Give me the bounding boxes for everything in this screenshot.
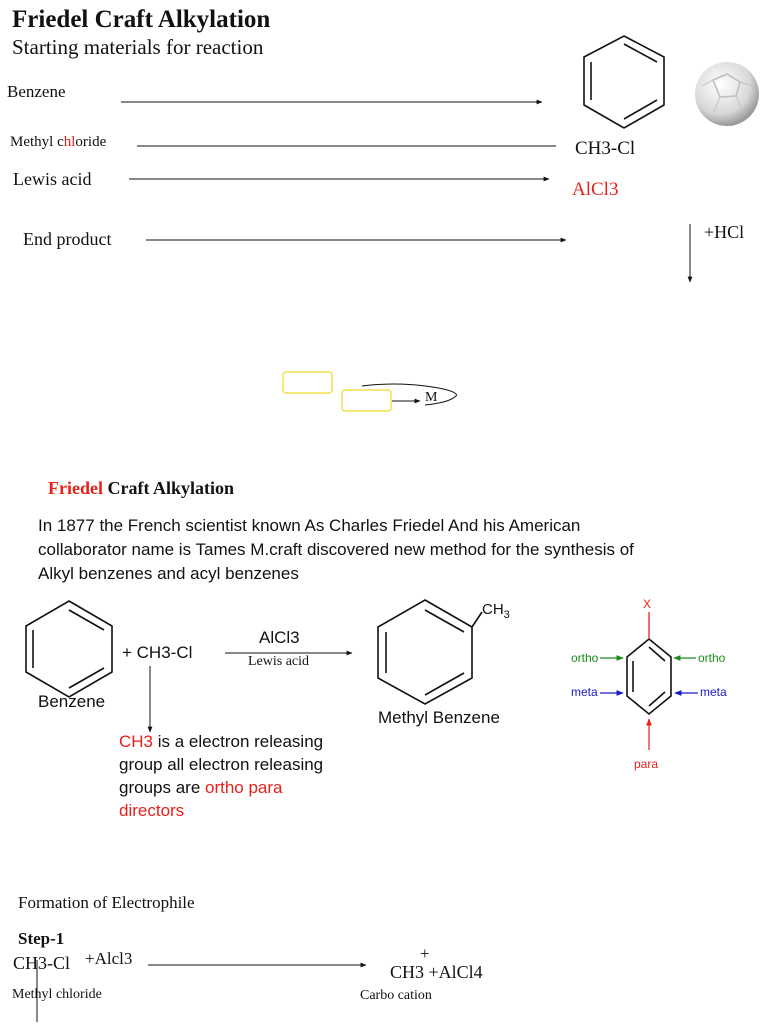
end-product-label: End product [23, 229, 112, 249]
electrophile-heading: Formation of Electrophile [18, 893, 195, 912]
catalyst: AlCl3 [259, 628, 300, 647]
yellow-box-2 [341, 389, 392, 412]
section-title-black: Craft Alkylation [102, 478, 234, 498]
yellow-box-1 [282, 371, 333, 394]
plus-reagent: + CH3-Cl [122, 643, 193, 662]
curved-arrow [361, 383, 457, 406]
hcl-label: +HCl [704, 222, 745, 242]
methyl-chloride-label-part: Methyl c [10, 134, 64, 150]
ortho-left-label: ortho [571, 651, 599, 665]
m-label: M [425, 390, 438, 405]
step-label: Step-1 [18, 929, 65, 948]
ortho-right-label: ortho [698, 651, 726, 665]
charge-sign: + [420, 944, 430, 963]
reactant-name: Methyl chloride [12, 987, 102, 1002]
electrophile-reagent: +Alcl3 [85, 949, 133, 968]
note-line-3-red: ortho para [205, 778, 283, 797]
section-title-red: Friedel [48, 478, 103, 498]
lewis-acid-formula: AlCl3 [572, 179, 619, 200]
electrophile-reactant: CH3-Cl [13, 953, 71, 973]
note-line-1-rest: is a electron releasing [153, 732, 324, 751]
methylbenzene-structure [377, 599, 483, 705]
intro-line-3: Alkyl benzenes and acyl benzenes [38, 564, 299, 583]
page-subtitle: Starting materials for reaction [12, 35, 264, 59]
note-line-4: directors [119, 801, 185, 820]
note-line-3: groups are ortho para [119, 778, 283, 798]
product-substituent-ch: CH [482, 601, 504, 618]
note-line-2: group all electron releasing [119, 755, 324, 774]
product-label: Methyl Benzene [378, 708, 500, 727]
page-title: Friedel Craft Alkylation [12, 6, 271, 33]
lewis-acid-label: Lewis acid [13, 169, 92, 189]
meta-right-label: meta [700, 685, 727, 699]
para-label: para [634, 757, 659, 771]
section-title: Friedel Craft Alkylation [48, 478, 234, 499]
note-red-ch3: CH3 [119, 732, 154, 751]
reactant-label: Benzene [38, 692, 106, 711]
intro-line-2: collaborator name is Tames M.craft disco… [38, 540, 634, 559]
methyl-chloride-label: Methyl chloride [10, 134, 106, 151]
meta-left-label: meta [571, 685, 598, 699]
product-substituent-sub: 3 [503, 609, 510, 621]
benzene-label: Benzene [7, 82, 66, 101]
methyl-chloride-formula: CH3-Cl [575, 138, 636, 159]
electrophile-product: CH3 +AlCl4 [390, 962, 483, 982]
note-line-1: CH3 is a electron releasing [119, 732, 323, 752]
directors-ring [626, 637, 672, 716]
ball-image [695, 62, 759, 126]
benzene-structure-reactant [25, 600, 113, 698]
methyl-chloride-label-part: oride [75, 134, 107, 150]
intro-line-1: In 1877 the French scientist known As Ch… [38, 516, 581, 535]
product-substituent: CH3 [482, 601, 510, 621]
catalyst-note: Lewis acid [248, 654, 310, 669]
substituent-x: X [643, 597, 652, 611]
methyl-chloride-label-highlight: hl [63, 134, 76, 150]
benzene-structure-top [583, 35, 665, 129]
note-line-3-start: groups are [119, 778, 205, 797]
product-name: Carbo cation [360, 988, 432, 1003]
